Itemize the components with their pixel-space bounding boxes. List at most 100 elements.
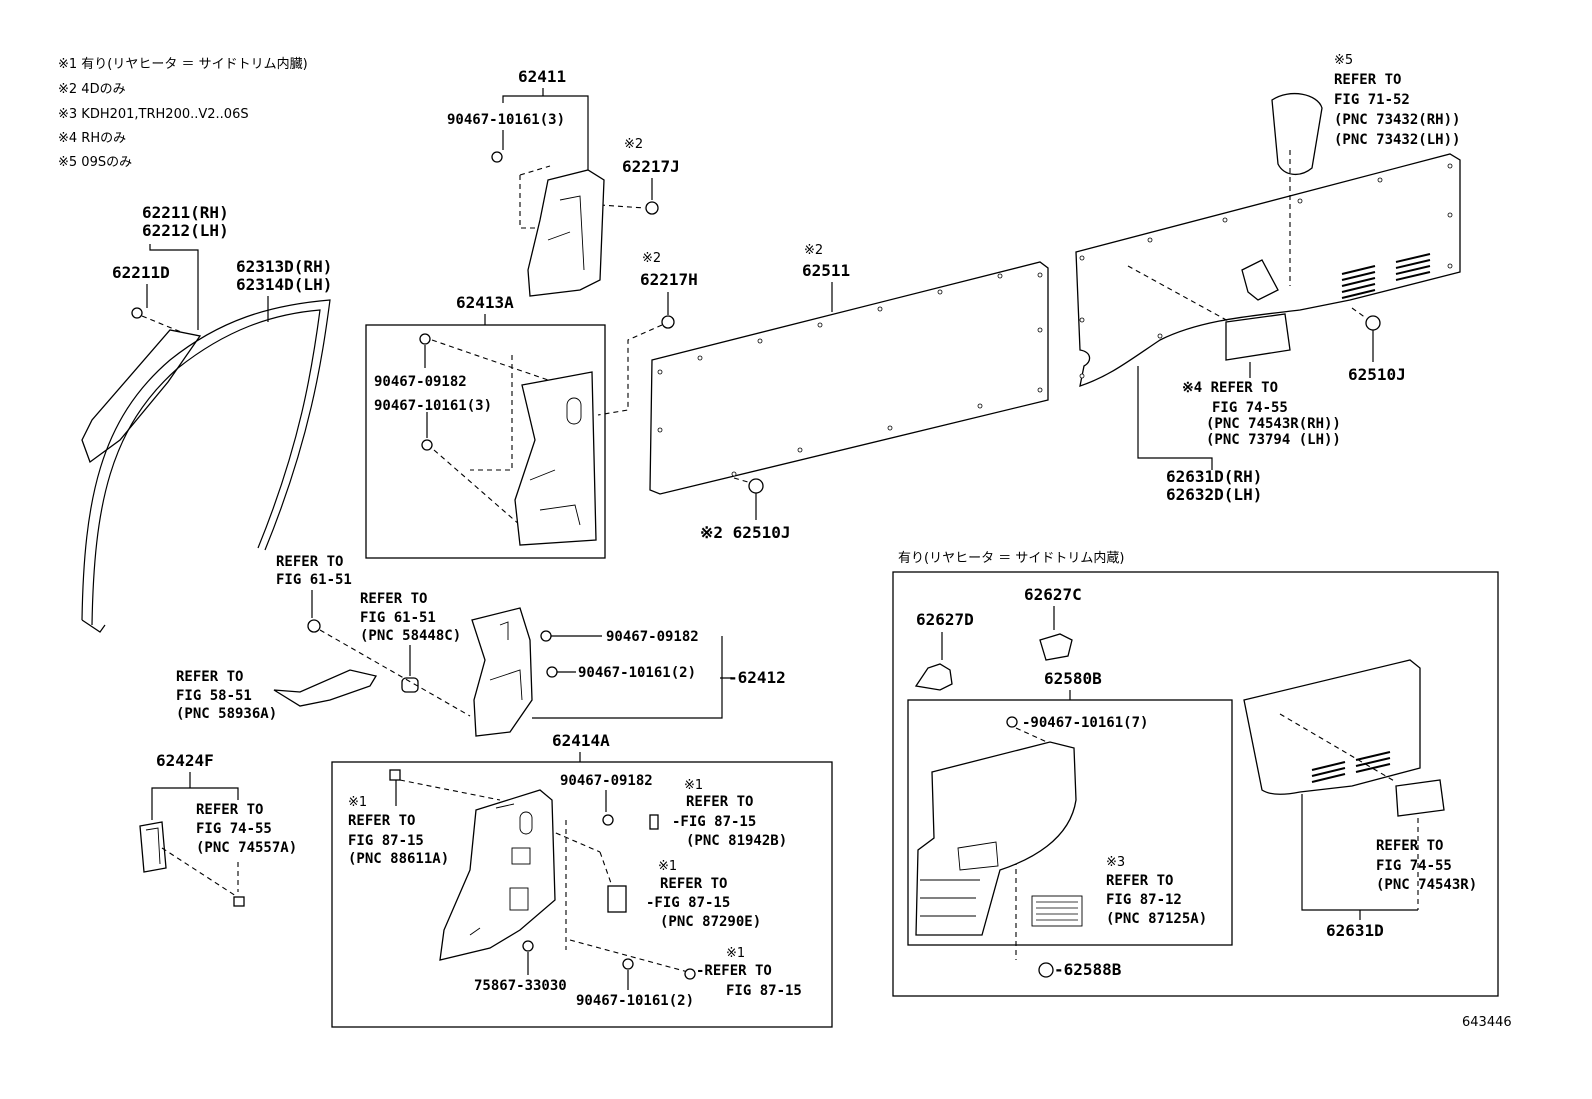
clip-icon bbox=[522, 940, 534, 952]
note-5: ※5 09Sのみ bbox=[58, 155, 132, 170]
mark-1c: ※1 bbox=[658, 859, 677, 874]
ref88611-line1: REFER TO bbox=[348, 813, 415, 829]
label-62631d: 62631D bbox=[1326, 921, 1384, 940]
ref58448-line2: FIG 61-51 bbox=[360, 610, 436, 626]
hook-58936-part bbox=[273, 669, 378, 707]
weatherstrip-outer bbox=[81, 299, 331, 621]
plug-icon bbox=[1365, 315, 1381, 331]
label-62510j: 62510J bbox=[1348, 365, 1406, 384]
group-62414a: 62414A ※1 REFER TO FIG 87-15 (PNC 88611A… bbox=[331, 731, 833, 1028]
label-62211-rh: 62211(RH) bbox=[142, 203, 229, 222]
clip-icon bbox=[602, 814, 614, 826]
plug-icon bbox=[649, 814, 659, 830]
clip-icon bbox=[421, 439, 433, 451]
clip-icon bbox=[622, 958, 634, 970]
ref58936-line2: FIG 58-51 bbox=[176, 688, 252, 704]
mark-2b: ※2 bbox=[642, 251, 661, 266]
vent-grilles bbox=[1311, 751, 1391, 783]
weatherstrip-end bbox=[81, 619, 106, 633]
clip-icon bbox=[419, 333, 431, 345]
trim-62413a-part bbox=[514, 371, 597, 546]
clip-icon bbox=[546, 666, 558, 678]
clip-icon bbox=[389, 769, 401, 781]
dashed-guide bbox=[319, 629, 471, 717]
plug-icon bbox=[748, 478, 764, 494]
note-4: ※4 RHのみ bbox=[58, 131, 126, 146]
garnish-62411-group: 62411 90467-10161(3) ※2 62217J bbox=[447, 67, 680, 297]
cover-74543r-part bbox=[1395, 779, 1445, 817]
ref74557-line2: FIG 74-55 bbox=[196, 821, 272, 837]
ref88611-line2: FIG 87-15 bbox=[348, 833, 424, 849]
ref87290-line1: REFER TO bbox=[660, 876, 727, 892]
dashed-guide bbox=[597, 324, 663, 416]
panel-holes bbox=[657, 272, 1043, 477]
ref88611-line3: (PNC 88611A) bbox=[348, 851, 449, 867]
mark-1b: ※1 bbox=[684, 778, 703, 793]
weatherstrip-inner bbox=[91, 309, 321, 626]
trim-62414a-part bbox=[439, 789, 556, 961]
ref87125-line2: FIG 87-12 bbox=[1106, 892, 1182, 908]
garnish-detail bbox=[547, 195, 585, 271]
mark-3: ※3 bbox=[1106, 855, 1125, 870]
clip-icon bbox=[684, 968, 696, 980]
ref73432-line4: (PNC 73432(LH)) bbox=[1334, 132, 1460, 148]
bracket-62631d bbox=[1137, 366, 1213, 470]
label-62212-lh: 62212(LH) bbox=[142, 221, 229, 240]
ref74543-line2: FIG 74-55 bbox=[1212, 400, 1288, 416]
label-62313d: 62313D(RH) bbox=[236, 257, 332, 276]
bracket-62424f-part bbox=[139, 821, 167, 873]
ref58936-line1: REFER TO bbox=[176, 669, 243, 685]
panel-holes bbox=[1079, 163, 1453, 379]
ref81942-line2: -FIG 87-15 bbox=[672, 814, 756, 830]
label-62511: 62511 bbox=[802, 261, 850, 280]
panel-62511-group: ※2 62217H ※2 62511 ※2 62510J bbox=[597, 243, 1049, 542]
label-90467-10161-2b: 90467-10161(2) bbox=[576, 993, 694, 1009]
trim-detail bbox=[469, 803, 515, 936]
clip-icon bbox=[491, 151, 503, 163]
clip-icon bbox=[645, 201, 659, 215]
ref58936-line3: (PNC 58936A) bbox=[176, 706, 277, 722]
label-62424f: 62424F bbox=[156, 751, 214, 770]
leader-clips bbox=[551, 635, 602, 673]
mark-2a: ※2 bbox=[624, 137, 643, 152]
dashed-guides bbox=[1279, 713, 1419, 910]
box-62414a bbox=[331, 761, 833, 1028]
bracket-62424f bbox=[151, 787, 239, 820]
panel-62511-part bbox=[649, 261, 1049, 495]
trim-detail bbox=[920, 841, 999, 917]
ref81942-line1: REFER TO bbox=[686, 794, 753, 810]
rear-heater-group: 有り(リヤヒータ ＝ サイドトリム内蔵) 62627D 62627C 62580… bbox=[892, 550, 1499, 997]
group-62424f: 62424F REFER TO FIG 74-55 (PNC 74557A) bbox=[139, 751, 297, 907]
ref58448-line3: (PNC 58448C) bbox=[360, 628, 461, 644]
ref61-line1: REFER TO bbox=[276, 554, 343, 570]
quarter-panel-group: ※5 REFER TO FIG 71-52 (PNC 73432(RH)) (P… bbox=[1075, 53, 1461, 504]
vent-lines bbox=[1036, 901, 1078, 921]
label-75867-33030: 75867-33030 bbox=[474, 978, 567, 994]
bracket-62411 bbox=[502, 95, 589, 182]
ref74557-line1: REFER TO bbox=[196, 802, 263, 818]
group-62413a: 62413A 90467-09182 90467-10161(3) bbox=[365, 293, 606, 559]
label-90467-10161-7: -90467-10161(7) bbox=[1022, 715, 1148, 731]
vent-87125 bbox=[1031, 895, 1083, 927]
switch-87290-part bbox=[607, 885, 627, 913]
label-62632d-lh: 62632D(LH) bbox=[1166, 485, 1262, 504]
trim-opening bbox=[519, 811, 533, 835]
ref73432-line1: REFER TO bbox=[1334, 72, 1401, 88]
note-3: ※3 KDH201,TRH200..V2..06S bbox=[58, 107, 249, 122]
clip-icon bbox=[233, 896, 245, 907]
label-62627d: 62627D bbox=[916, 610, 974, 629]
clip-icon bbox=[540, 630, 552, 642]
mark-5: ※5 bbox=[1334, 53, 1353, 68]
leader-clips bbox=[424, 345, 428, 438]
label-90467-09182a: 90467-09182 bbox=[374, 374, 467, 390]
vent-grilles bbox=[1341, 253, 1431, 299]
ref74543r-line3: (PNC 74543R) bbox=[1376, 877, 1477, 893]
trim-62412-part bbox=[471, 607, 533, 737]
ref87125-line1: REFER TO bbox=[1106, 873, 1173, 889]
label-62413a: 62413A bbox=[456, 293, 514, 312]
dashed-guide bbox=[733, 477, 749, 483]
ref74543-line1: ※4 REFER TO bbox=[1182, 380, 1278, 396]
label-62588b: -62588B bbox=[1054, 960, 1122, 979]
dashed-guides bbox=[519, 165, 646, 229]
